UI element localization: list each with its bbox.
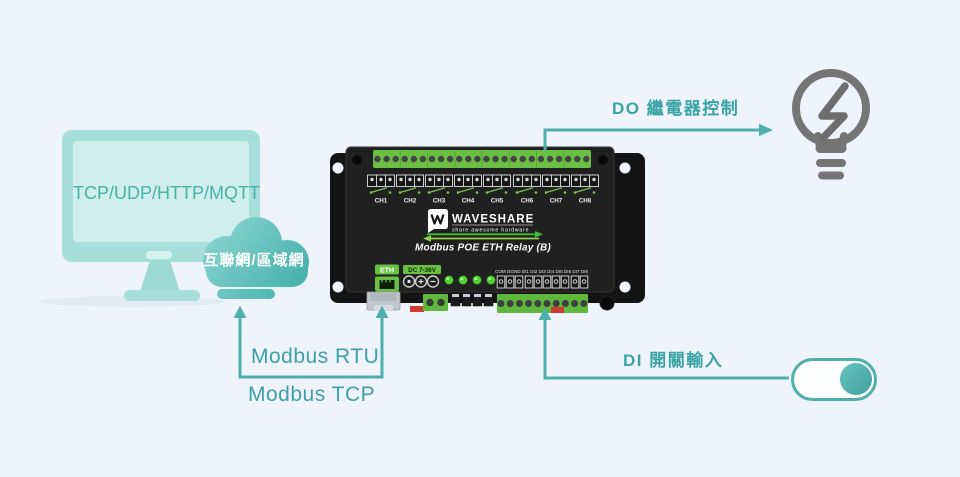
red-tab <box>551 307 564 313</box>
channel-label: CH6 <box>521 198 534 205</box>
green-arrows-decoration <box>423 231 543 242</box>
dc-label: DC 7-36V <box>408 267 436 274</box>
eth-label: ETH <box>380 268 394 275</box>
channel-label: CH1 <box>375 198 388 205</box>
lan-connector-line <box>238 317 384 379</box>
cloud-base-bar <box>217 289 275 299</box>
monitor-bezel-light <box>146 251 172 259</box>
di-input-terminals: COM DGND DI1 DI2 DI3 DI4 DI5 DI6 DI7 DI8 <box>495 269 589 289</box>
channel-label: CH7 <box>550 198 563 205</box>
di-connector-line <box>543 319 789 380</box>
status-leds <box>444 275 496 285</box>
monitor-shadow <box>40 296 224 307</box>
relay-channels: CH1 CH2 CH3 CH4 CH5 CH6 CH7 CH8 <box>365 173 601 205</box>
do-annotation: DO 繼電器控制 <box>612 99 740 118</box>
reset-button <box>599 295 615 311</box>
cloud-icon <box>203 217 309 287</box>
relay-output-terminal-block <box>373 150 591 168</box>
brand-tagline: share awesome hardware <box>452 228 529 234</box>
cloud-label: 互聯網/區域網 <box>203 252 305 269</box>
toggle-knob <box>840 363 872 395</box>
channel-label: CH4 <box>462 198 475 205</box>
arrowhead-right <box>759 123 773 137</box>
modbus-relay-device: CH1 CH2 CH3 CH4 CH5 CH6 CH7 CH8 WAVESHAR… <box>330 146 645 313</box>
mounting-holes <box>332 162 631 293</box>
brand-block: WAVESHARE share awesome hardware Modbus … <box>415 209 551 254</box>
do-connector-line <box>543 128 759 151</box>
di-header: COM DGND DI1 DI2 DI3 DI4 DI5 DI6 DI7 DI8 <box>495 269 589 274</box>
arrowhead-up <box>538 307 552 320</box>
dc-power-terminal: DC 7-36V <box>402 265 441 288</box>
channel-label: CH2 <box>404 198 417 205</box>
di-annotation: DI 開關輸入 <box>623 351 724 370</box>
eth-port: ETH <box>375 264 399 292</box>
power-terminal-block <box>423 294 448 311</box>
protocol-label: TCP/UDP/HTTP/MQTT <box>73 183 260 203</box>
brand-name: WAVESHARE <box>452 214 534 226</box>
config-switches <box>450 292 494 307</box>
monitor-screen <box>73 141 249 242</box>
bottom-connectors <box>366 291 615 313</box>
channel-label: CH3 <box>433 198 446 205</box>
lightning-bolt-icon <box>818 82 849 142</box>
channel-label: CH5 <box>491 198 504 205</box>
toggle-switch-icon <box>791 358 877 401</box>
modbus-rtu-label: Modbus RTU <box>251 345 380 368</box>
di-terminal-block <box>497 294 588 313</box>
lightbulb-power-icon <box>792 69 870 180</box>
monitor-stand-base <box>124 290 200 301</box>
arrowhead-up <box>375 305 389 318</box>
modbus-tcp-label: Modbus TCP <box>248 383 376 406</box>
red-tab <box>410 306 424 312</box>
arrowhead-up <box>233 305 247 318</box>
channel-label: CH8 <box>579 198 592 205</box>
model-name: Modbus POE ETH Relay (B) <box>415 243 551 254</box>
